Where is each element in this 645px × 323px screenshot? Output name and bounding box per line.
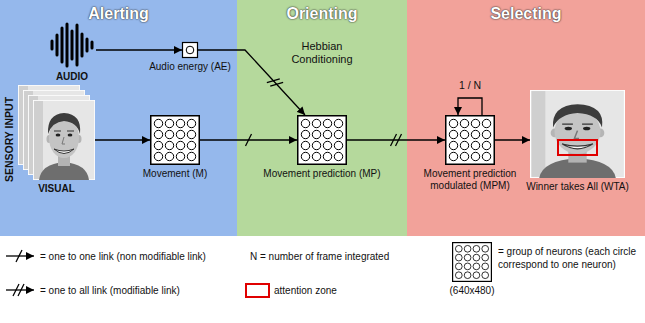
link-arrow [347,139,445,140]
loop-label: 1 / N [440,79,500,92]
wave-bar [61,28,64,62]
legend-text: = one to all link (modifiable link) [40,284,245,297]
neuron-grid [446,116,495,165]
edge-label-holder: 1 / N [440,79,500,92]
link-slash [396,134,402,146]
wave-bar [81,34,84,56]
neuron-grid [151,116,200,165]
legend-row: attention zone [274,284,384,297]
label-holder: (640x480) [437,284,507,297]
label-holder: Hebbian Conditioning [282,40,362,66]
legend-slash [16,250,22,262]
wave-bar [71,31,74,59]
block-label: Movement prediction (MP) [247,168,397,180]
link-arrow [95,139,150,140]
block-label: Movement (M) [125,168,225,180]
wave-bar [66,24,69,66]
block-label: Winner takes All (WTA) [518,181,638,193]
legend-link-sample [6,255,34,256]
legend-text: attention zone [274,284,384,297]
link-slash [246,134,252,146]
block-label: Movement prediction modulated (MPM) [414,168,526,192]
neuron-grid [298,116,347,165]
wave-bar [76,25,79,65]
side-label: SENSORY INPUT [3,90,16,190]
label-holder: N = number of frame integrated [250,250,440,263]
energy-neuron [186,46,194,54]
link-arrow [96,49,182,50]
legend-text: = one to one link (non modifiable link) [40,250,245,263]
legend-text: = group of neurons (each circle correspo… [498,245,642,271]
winner-frame [530,90,625,178]
audio-waveform [52,24,92,66]
neuron-block: Movement prediction (MP) [297,115,347,165]
note-label: N = number of frame integrated [250,250,440,263]
neuron-block: Movement (M) [150,115,200,165]
neuron-block: AUDIO [48,22,96,68]
wave-bar [86,39,89,51]
link-slash [270,82,283,86]
note-label: (640x480) [437,284,507,297]
wave-bar [56,35,59,55]
neuron-block: Winner takes All (WTA) [530,90,625,178]
block-label: VISUAL [12,183,102,195]
legend-link-sample [6,289,34,290]
band-ground [237,0,407,236]
legend-slash [18,284,24,296]
block-label: Audio energy (AE) [135,61,245,73]
legend-attention-sample [246,284,269,297]
stage-title: Orienting [237,0,407,23]
link-arrow [458,98,482,115]
legend-row: = one to one link (non modifiable link) [40,250,245,263]
wave-bar [91,42,94,48]
band-ground [0,0,237,236]
energy-neuron-box [183,43,198,58]
band-ground [407,0,645,236]
attention-box [558,140,597,155]
stage-band: OrientingMovement prediction (MP) [237,0,407,236]
neuron-block: VISUAL [18,85,95,180]
block-label: AUDIO [27,71,117,83]
legend-grid-sample [453,243,492,282]
legend-slash [13,284,19,296]
wave-bar [51,41,54,49]
link-arrow [198,50,305,115]
legend-row: = group of neurons (each circle correspo… [498,245,642,271]
link-slash [267,79,280,83]
label-holder: SENSORY INPUT [3,90,16,190]
video-frame [33,100,95,180]
link-slash [391,134,397,146]
link-slashes [246,79,402,146]
stage-band: SelectingMovement prediction modulated (… [407,0,645,236]
neuron-block: Audio energy (AE) [182,42,198,58]
note-label: Hebbian Conditioning [282,40,362,66]
stage-title: Alerting [0,0,237,23]
stage-title: Selecting [407,0,645,23]
link-arrow [495,139,530,140]
stage-band: AlertingAUDIOAudio energy (AE)VISUALMove… [0,0,237,236]
neuron-block: Movement prediction modulated (MPM) [445,115,495,165]
legend-row: = one to all link (modifiable link) [40,284,245,297]
